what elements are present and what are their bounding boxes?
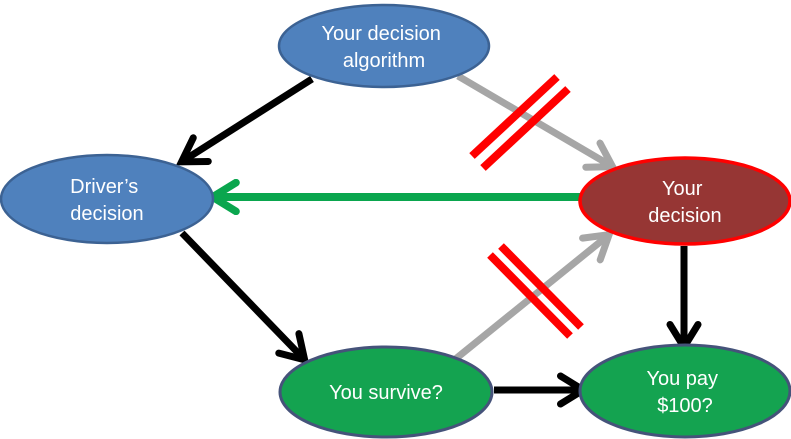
node-you-survive-label: You survive? [329, 382, 443, 404]
cut-mark-upper-line-1 [469, 74, 560, 159]
node-your-decision-shape [578, 156, 791, 246]
cut-mark-lower [487, 243, 584, 339]
cut-mark-upper [469, 74, 571, 171]
node-you-survive: You survive? [278, 345, 494, 439]
node-your-decision: Your decision [578, 156, 791, 246]
cut-mark-upper-line-2 [480, 86, 571, 171]
node-drivers-decision-label: Driver’s decision [70, 176, 144, 225]
node-your-decision-algorithm-shape [277, 3, 491, 89]
cut-mark-lower-line-2 [498, 243, 584, 330]
cut-mark-lower-line-1 [487, 252, 573, 339]
node-your-decision-algorithm-label: Your decision algorithm [322, 23, 447, 72]
node-your-decision-label: Your decision [648, 178, 721, 227]
node-you-pay-100: You pay $100? [578, 343, 791, 439]
edges [175, 72, 702, 408]
node-your-decision-algorithm: Your decision algorithm [277, 3, 491, 89]
edge-algorithm-to-drivers-decision [175, 76, 314, 166]
node-drivers-decision: Driver’s decision [0, 153, 215, 245]
node-you-pay-100-shape [578, 343, 791, 439]
node-you-pay-100-label: You pay $100? [646, 368, 723, 417]
node-you-survive-shape [278, 345, 494, 439]
node-drivers-decision-shape [0, 153, 215, 245]
edge-drivers-decision-to-you-survive [179, 230, 310, 365]
